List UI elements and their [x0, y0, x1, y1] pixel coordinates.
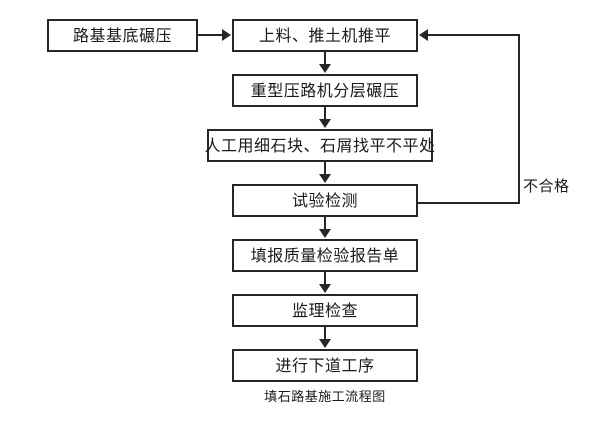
edge-test-to-report-line — [324, 217, 326, 231]
node-manual-fine-stone-leveling-label: 人工用细石块、石屑找平不平处 — [204, 135, 436, 155]
node-feed-and-bulldozer-leveling[interactable]: 上料、推土机推平 — [232, 19, 418, 52]
edge-test-rework-loop-segment-up — [518, 34, 520, 204]
node-quality-inspection-report-label: 填报质量检验报告单 — [250, 245, 400, 265]
node-supervision-check-label: 监理检查 — [291, 300, 358, 320]
diagram-caption: 填石路基施工流程图 — [264, 390, 386, 405]
edge-roller-to-manual-line — [324, 107, 326, 121]
node-subgrade-compaction-label: 路基基底碾压 — [72, 25, 172, 45]
node-manual-fine-stone-leveling[interactable]: 人工用细石块、石屑找平不平处 — [204, 129, 436, 162]
edge-report-to-supervision-line — [324, 272, 326, 286]
edge-start-to-feed-arrowhead — [222, 29, 231, 41]
node-test-inspection[interactable]: 试验检测 — [232, 184, 418, 217]
node-feed-and-bulldozer-leveling-label: 上料、推土机推平 — [258, 25, 391, 45]
edge-label-unqualified: 不合格 — [523, 177, 570, 195]
edge-manual-to-test-line — [324, 162, 326, 176]
edge-manual-to-test-arrowhead — [319, 174, 331, 183]
node-test-inspection-label: 试验检测 — [291, 190, 358, 210]
edge-roller-to-manual-arrowhead — [319, 119, 331, 128]
edge-test-rework-loop-arrowhead — [419, 29, 428, 41]
node-next-process[interactable]: 进行下道工序 — [232, 349, 418, 382]
node-quality-inspection-report[interactable]: 填报质量检验报告单 — [232, 239, 418, 272]
node-subgrade-compaction[interactable]: 路基基底碾压 — [47, 19, 198, 52]
edge-feed-to-roller-arrowhead — [319, 64, 331, 73]
node-next-process-label: 进行下道工序 — [275, 355, 375, 375]
edge-report-to-supervision-arrowhead — [319, 284, 331, 293]
edge-supervision-to-next-line — [324, 327, 326, 341]
edge-start-to-feed-line — [198, 34, 224, 36]
edge-test-rework-loop-segment-right — [418, 202, 520, 204]
edge-test-rework-loop-segment-top — [428, 34, 520, 36]
edge-supervision-to-next-arrowhead — [319, 339, 331, 348]
node-heavy-roller-layered-compaction-label: 重型压路机分层碾压 — [250, 80, 400, 100]
node-supervision-check[interactable]: 监理检查 — [232, 294, 418, 327]
edge-feed-to-roller-line — [324, 52, 326, 66]
node-heavy-roller-layered-compaction[interactable]: 重型压路机分层碾压 — [232, 74, 418, 107]
edge-test-to-report-arrowhead — [319, 229, 331, 238]
